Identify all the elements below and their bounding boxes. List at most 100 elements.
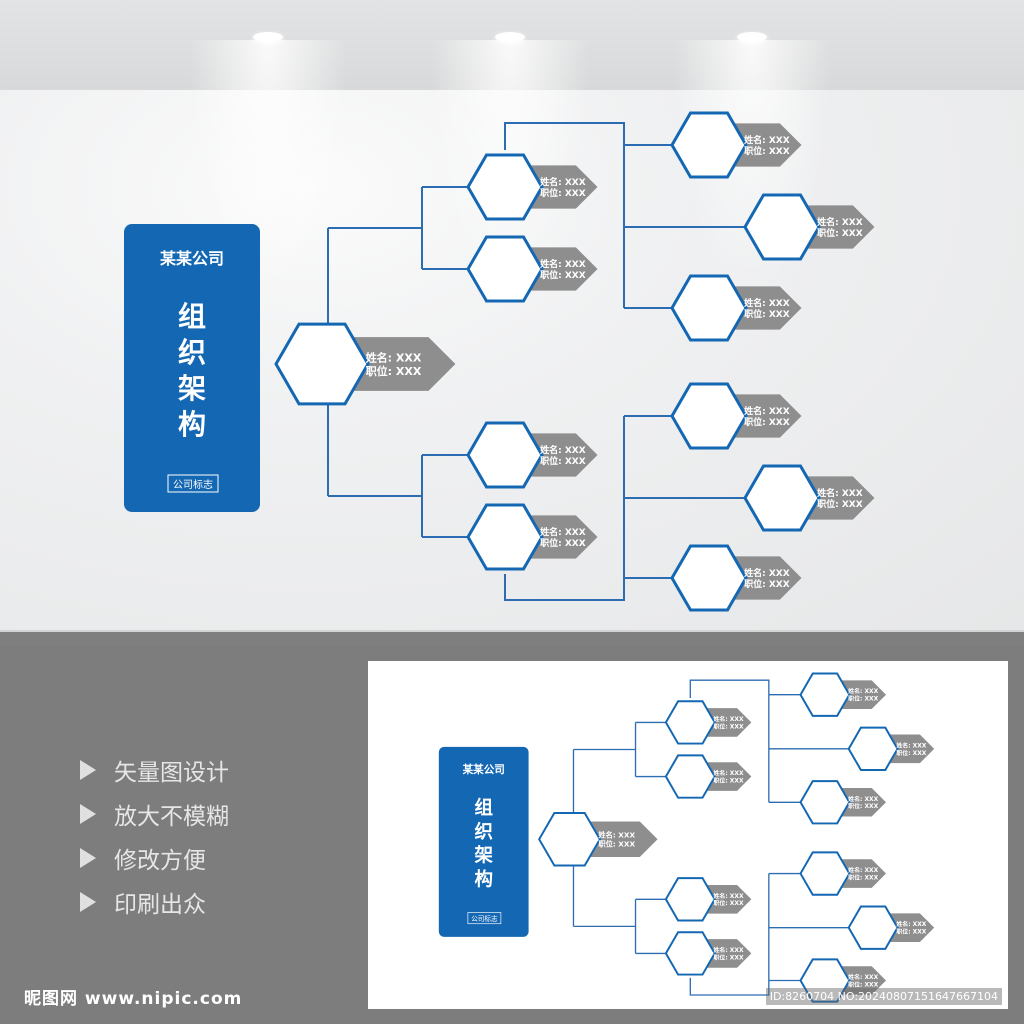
hexagon-photo-frame [664, 931, 716, 976]
hexagon-photo-frame [670, 544, 748, 612]
position-label: 职位: XXX [744, 145, 790, 157]
company-logo-label: 公司标志 [173, 478, 213, 491]
position-label: 职位: XXX [848, 695, 878, 703]
position-label: 职位: XXX [848, 802, 878, 810]
position-label: 职位: XXX [598, 840, 635, 849]
chart-title-char: 组 [178, 300, 206, 333]
name-label: 姓名: XXX [816, 216, 863, 228]
position-label: 职位: XXX [540, 537, 586, 549]
position-label: 职位: XXX [817, 498, 863, 510]
spotlight-icon [253, 32, 283, 42]
name-label: 姓名: XXX [539, 176, 586, 188]
hexagon-photo-frame [670, 274, 748, 342]
position-label: 职位: XXX [713, 899, 743, 907]
name-label: 姓名: XXX [712, 892, 743, 900]
connector-line [689, 679, 770, 698]
hexagon-photo-frame [664, 877, 716, 922]
position-label: 职位: XXX [540, 455, 586, 467]
name-tag [837, 788, 886, 817]
connector-line [504, 574, 625, 601]
hexagon-photo-frame [799, 958, 851, 1003]
hexagon-photo-frame [538, 811, 602, 867]
name-tag [885, 913, 935, 942]
feature-item: 矢量图设计 [80, 748, 229, 792]
chart-title-char: 构 [178, 408, 206, 441]
spotlight-icon [737, 32, 767, 42]
name-tag [523, 165, 598, 209]
feature-text: 放大不模糊 [114, 804, 229, 830]
company-name: 某某公司 [159, 249, 224, 268]
play-triangle-icon [80, 804, 96, 824]
name-tag [523, 247, 598, 291]
name-label: 姓名: XXX [743, 134, 790, 146]
name-tag [727, 556, 802, 600]
name-label: 姓名: XXX [895, 741, 926, 749]
feature-item: 印刷出众 [80, 880, 229, 924]
position-label: 职位: XXX [366, 364, 422, 378]
name-label: 姓名: XXX [366, 350, 422, 364]
name-tag [345, 337, 456, 391]
chart-title-char: 架 [474, 845, 493, 867]
name-tag [800, 205, 875, 249]
name-tag [702, 708, 752, 737]
name-label: 姓名: XXX [539, 258, 586, 270]
name-label: 姓名: XXX [847, 866, 878, 874]
feature-text: 修改方便 [114, 848, 206, 874]
chart-title-char: 架 [178, 372, 206, 405]
hexagon-photo-frame [847, 905, 899, 950]
title-panel-bg [124, 224, 260, 512]
name-label: 姓名: XXX [743, 567, 790, 579]
position-label: 职位: XXX [744, 308, 790, 320]
hexagon-photo-frame [466, 235, 544, 303]
position-label: 职位: XXX [817, 227, 863, 239]
connector-line [689, 977, 770, 996]
name-label: 姓名: XXX [712, 769, 743, 777]
hexagon-photo-frame [670, 382, 748, 450]
play-triangle-icon [80, 760, 96, 780]
chart-title-char: 组 [474, 797, 493, 819]
name-tag [837, 966, 886, 995]
hexagon-photo-frame [466, 503, 544, 571]
name-label: 姓名: XXX [816, 487, 863, 499]
name-tag [584, 821, 658, 857]
position-label: 职位: XXX [896, 749, 926, 757]
feature-text: 印刷出众 [114, 892, 206, 918]
name-tag [800, 476, 875, 520]
name-label: 姓名: XXX [847, 795, 878, 803]
feature-item: 放大不模糊 [80, 792, 229, 836]
hexagon-photo-frame [743, 193, 821, 261]
name-label: 姓名: XXX [743, 297, 790, 309]
hexagon-photo-frame [664, 700, 716, 745]
name-label: 姓名: XXX [539, 444, 586, 456]
company-name: 某某公司 [462, 763, 505, 776]
name-tag [837, 680, 886, 709]
hexagon-photo-frame [743, 464, 821, 532]
position-label: 职位: XXX [540, 187, 586, 199]
name-label: 姓名: XXX [743, 405, 790, 417]
name-tag [885, 734, 935, 764]
name-label: 姓名: XXX [847, 687, 878, 695]
name-tag [837, 859, 886, 888]
position-label: 职位: XXX [896, 928, 926, 936]
feature-text: 矢量图设计 [114, 760, 229, 786]
name-tag [523, 515, 598, 559]
title-panel-bg [438, 746, 529, 937]
name-label: 姓名: XXX [539, 526, 586, 538]
site-brand: 昵图网 www.nipic.com [24, 989, 243, 1009]
